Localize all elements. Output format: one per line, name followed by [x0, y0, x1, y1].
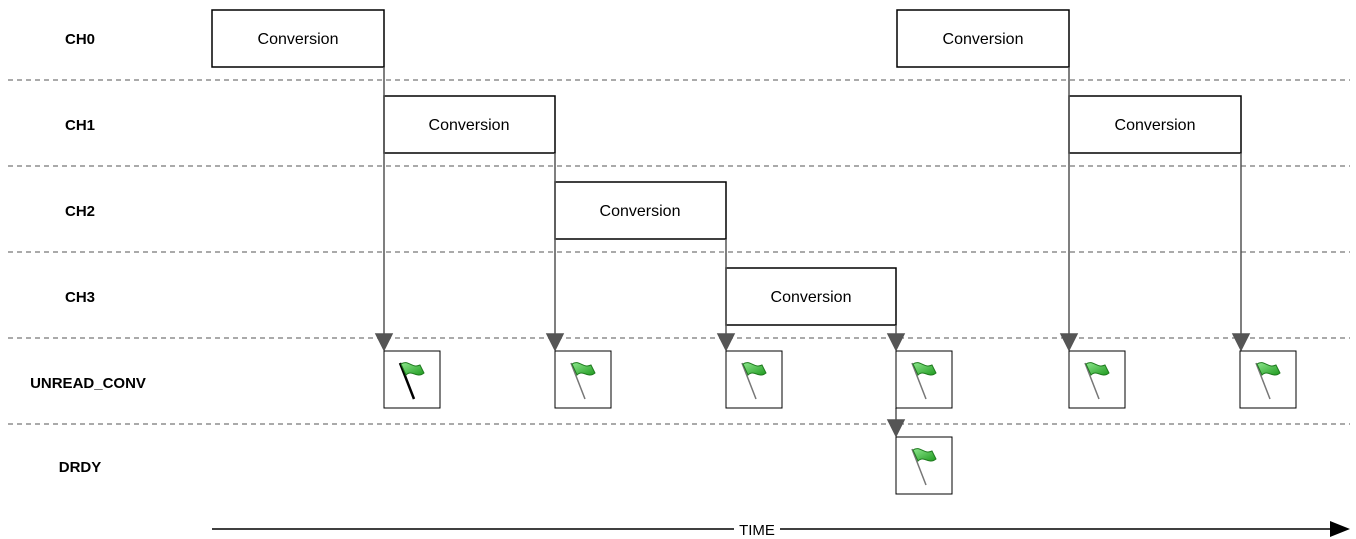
conversion-label: Conversion — [600, 203, 681, 220]
unread-conv-flags — [383, 350, 1297, 409]
drdy-flags — [895, 436, 953, 495]
time-axis-arrow-icon — [1330, 521, 1350, 537]
row-label-ch3: CH3 — [65, 289, 95, 306]
row-label-unread-conv: UNREAD_CONV — [30, 375, 146, 392]
row-label-ch2: CH2 — [65, 203, 95, 220]
row-label-ch0: CH0 — [65, 31, 95, 48]
row-label-drdy: DRDY — [59, 459, 102, 476]
conversion-label: Conversion — [1115, 117, 1196, 134]
conversion-box-ch0-a — [211, 9, 385, 68]
arrow-head — [545, 333, 565, 352]
time-axis-label: TIME — [739, 522, 775, 539]
arrow-head — [886, 333, 906, 352]
flag-icon — [1068, 350, 1126, 409]
completion-arrows — [374, 67, 1251, 438]
flag-icon — [383, 350, 441, 409]
row-labels: CH0 CH1 CH2 CH3 UNREAD_CONV DRDY — [30, 31, 146, 476]
flag-icon — [895, 350, 953, 409]
arrow-head — [1231, 333, 1251, 352]
conversion-label: Conversion — [771, 289, 852, 306]
flag-icon — [895, 436, 953, 495]
arrow-head — [886, 419, 906, 438]
flag-icon — [1239, 350, 1297, 409]
conversion-box-ch0-b — [896, 9, 1070, 68]
conversion-label: Conversion — [429, 117, 510, 134]
time-axis: TIME — [212, 521, 1350, 539]
conversion-label: Conversion — [943, 31, 1024, 48]
conversion-label: Conversion — [258, 31, 339, 48]
arrow-head — [1059, 333, 1079, 352]
row-label-ch1: CH1 — [65, 117, 95, 134]
arrow-head — [374, 333, 394, 352]
flag-icon — [725, 350, 783, 409]
arrow-head — [716, 333, 736, 352]
flag-icon — [554, 350, 612, 409]
row-separators — [8, 79, 1350, 425]
conversion-labels: Conversion Conversion Conversion Convers… — [258, 31, 1196, 306]
